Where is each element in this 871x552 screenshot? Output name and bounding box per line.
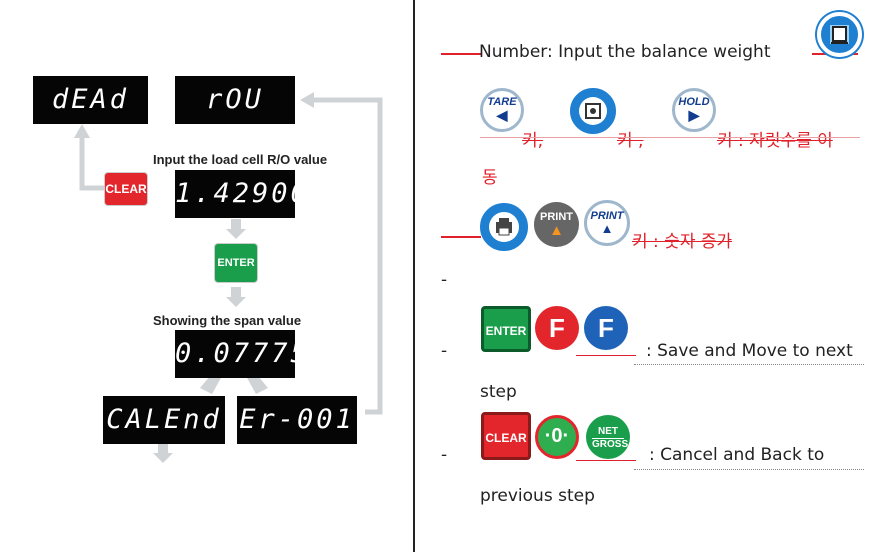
print-key-blue-icon: PRINT ▲ bbox=[584, 200, 630, 246]
lcd-calend: CALEnd bbox=[103, 396, 225, 444]
lcd-span-value: 0.07775 bbox=[175, 330, 307, 378]
lcd-error: Er-001 bbox=[237, 396, 357, 444]
lcd-dead: dEAd bbox=[33, 76, 148, 124]
dash-2: - bbox=[441, 341, 448, 361]
unit-key-icon bbox=[817, 12, 862, 57]
flow-arrows bbox=[74, 92, 383, 463]
key-text-2: 키 , bbox=[617, 131, 644, 151]
lcd-rou: rOU bbox=[175, 76, 295, 124]
save-text-2: step bbox=[480, 382, 517, 402]
key-text-3: 키 : 자릿수를 이 bbox=[717, 131, 833, 151]
f-key-blue-icon: F bbox=[584, 306, 628, 350]
cancel-text-2: previous step bbox=[480, 486, 595, 506]
clear-key-icon: CLEAR bbox=[481, 412, 531, 460]
enter-key-icon: ENTER bbox=[481, 306, 531, 352]
enter-key: ENTER bbox=[214, 243, 258, 283]
net-gross-key-icon: NET GROSS bbox=[586, 415, 630, 459]
scale-key-icon bbox=[570, 88, 616, 134]
underline-red-2 bbox=[576, 460, 636, 461]
dotted-rule-1 bbox=[634, 364, 864, 365]
clear-key: CLEAR bbox=[104, 172, 148, 206]
lcd-ro-value: 1.42900 bbox=[175, 170, 307, 218]
caption-ro: Input the load cell R/O value bbox=[153, 152, 328, 167]
dotted-rule-2 bbox=[634, 469, 864, 470]
column-divider bbox=[413, 0, 415, 552]
caption-span: Showing the span value bbox=[153, 313, 302, 328]
print-key-orange-icon: PRINT ▲ bbox=[534, 202, 579, 247]
strike-line-4 bbox=[441, 236, 481, 238]
save-text: : Save and Move to next bbox=[646, 341, 853, 361]
zero-key-icon: ·0· bbox=[535, 415, 579, 459]
strike-line-1 bbox=[441, 53, 481, 55]
dash-3: - bbox=[441, 445, 448, 465]
key-text-1: 키, bbox=[522, 131, 544, 151]
strike-line-3 bbox=[480, 137, 860, 138]
number-text: Number: Input the balance weight bbox=[479, 42, 771, 62]
dash-1: - bbox=[441, 270, 448, 290]
hold-key-icon: HOLD ▶ bbox=[672, 88, 716, 132]
digit-text: 키 : 숫자 증가 bbox=[632, 232, 733, 252]
tare-key-icon: TARE ◀ bbox=[480, 88, 524, 132]
cancel-text: : Cancel and Back to bbox=[649, 445, 825, 465]
underline-red-1 bbox=[576, 355, 636, 356]
f-key-red-icon: F bbox=[535, 306, 579, 350]
printer-key-icon bbox=[480, 203, 528, 251]
key-text-3b: 동 bbox=[482, 168, 498, 188]
